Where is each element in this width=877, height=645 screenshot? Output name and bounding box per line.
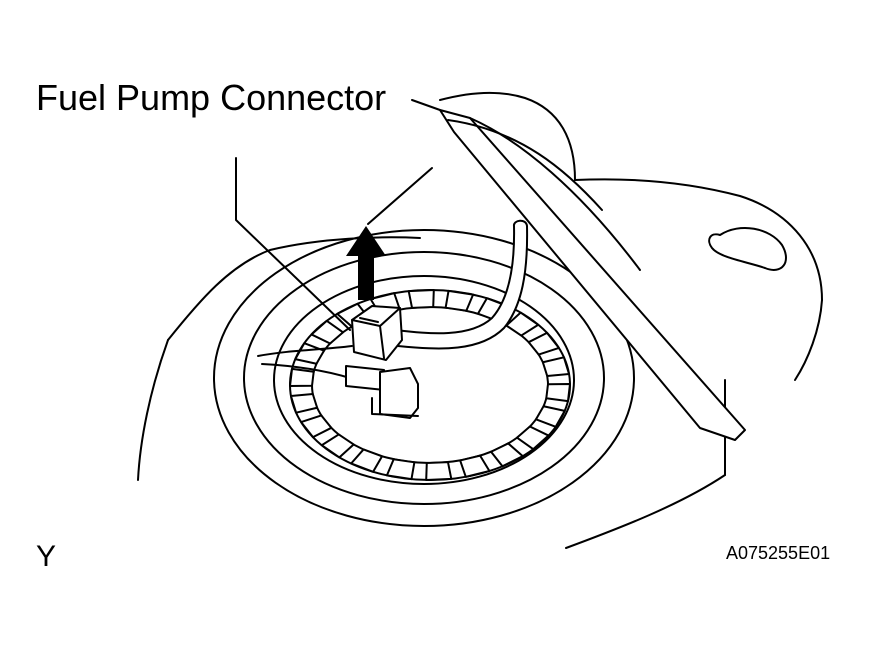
ring-tab: [289, 392, 319, 414]
ring-tab: [425, 461, 453, 481]
ring-tab: [516, 425, 550, 451]
view-mark: Y: [36, 540, 57, 573]
ring-tab: [541, 356, 571, 378]
retaining-ring: [289, 289, 571, 481]
ring-tab: [289, 367, 315, 387]
tank-pipe: [439, 109, 746, 441]
tank-body-outline: [137, 91, 823, 549]
ring-tab: [310, 319, 344, 345]
ring-tab: [490, 442, 524, 468]
wire-harness: [257, 345, 419, 419]
ring-tab: [320, 433, 355, 459]
ring-tab: [545, 383, 571, 403]
ring-tab: [444, 289, 475, 312]
ring-tab: [407, 289, 435, 309]
pump-flange: [213, 229, 635, 527]
ring-tab: [527, 331, 560, 356]
callout-label: Fuel Pump Connector: [36, 77, 387, 118]
ring-tab: [459, 454, 491, 478]
ring-tab: [385, 458, 416, 481]
callout-leaders: [235, 99, 441, 331]
ring-tab: [534, 405, 566, 428]
removal-arrow: [346, 226, 386, 300]
ring-tab: [300, 414, 333, 439]
ring-tab: [294, 342, 326, 365]
ring-tab: [350, 448, 384, 473]
fuel-hose: [394, 219, 529, 350]
figure-code: A075255E01: [726, 543, 831, 563]
fuel-pump-connector[interactable]: [351, 305, 403, 361]
ring-tabs: [289, 289, 571, 481]
ring-tab: [505, 311, 540, 337]
